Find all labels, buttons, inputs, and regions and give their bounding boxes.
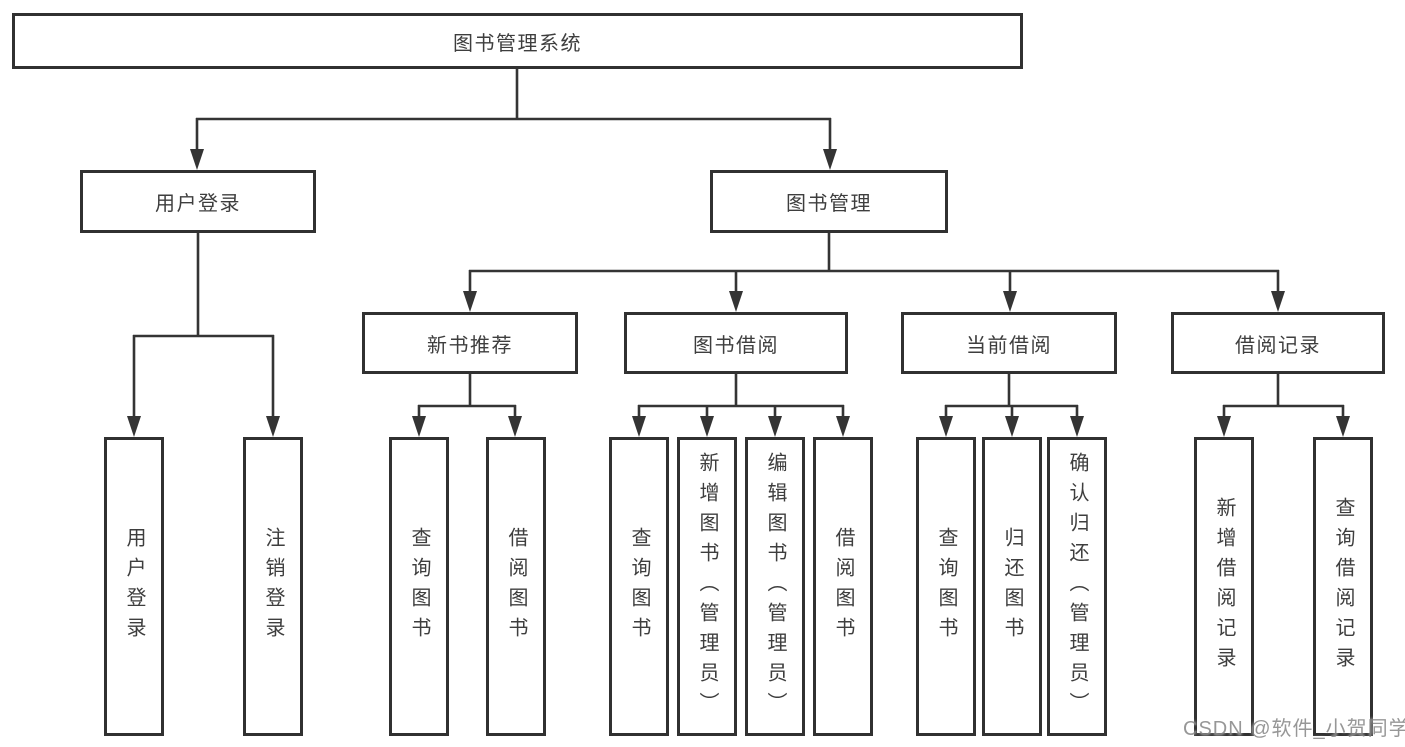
node-label: 图书管理 — [786, 193, 872, 215]
node-label: 查询图书 — [408, 526, 430, 647]
node-label: 借阅记录 — [1235, 334, 1321, 357]
node-label: 当前借阅 — [966, 334, 1052, 357]
node-label: 新书推荐 — [427, 334, 513, 357]
node-label: 图书管理系统 — [453, 32, 582, 55]
node-current-borrowing: 当前借阅 — [901, 312, 1117, 374]
node-label: 归还图书 — [1001, 526, 1023, 647]
node-label: 用户登录 — [155, 193, 241, 215]
node-book-borrowing: 图书借阅 — [624, 312, 848, 374]
node-book-management-system: 图书管理系统 — [12, 13, 1023, 69]
leaf-user-login: 用户登录 — [104, 437, 164, 736]
node-label: 查询图书 — [935, 526, 957, 647]
node-label: 借阅图书 — [832, 526, 854, 647]
leaf-borrow-books-borrowing: 借阅图书 — [813, 437, 873, 736]
node-book-management: 图书管理 — [710, 170, 948, 233]
node-label: 确认归还（管理员） — [1066, 451, 1088, 722]
node-borrowing-records: 借阅记录 — [1171, 312, 1385, 374]
node-label: 借阅图书 — [505, 526, 527, 647]
leaf-return-books: 归还图书 — [982, 437, 1042, 736]
leaf-add-book-admin: 新增图书（管理员） — [677, 437, 737, 736]
node-label: 查询图书 — [628, 526, 650, 647]
leaf-query-borrow-record: 查询借阅记录 — [1313, 437, 1373, 736]
arrowhead-icons — [127, 149, 1350, 437]
node-user-login: 用户登录 — [80, 170, 316, 233]
node-label: 新增借阅记录 — [1213, 496, 1235, 677]
leaf-query-books-recommend: 查询图书 — [389, 437, 449, 736]
leaf-query-books-current: 查询图书 — [916, 437, 976, 736]
node-label: 注销登录 — [262, 526, 284, 647]
leaf-edit-book-admin: 编辑图书（管理员） — [745, 437, 805, 736]
node-label: 用户登录 — [123, 526, 145, 647]
node-new-book-recommendation: 新书推荐 — [362, 312, 578, 374]
node-label: 查询借阅记录 — [1332, 496, 1354, 677]
leaf-confirm-return-admin: 确认归还（管理员） — [1047, 437, 1107, 736]
leaf-borrow-books-recommend: 借阅图书 — [486, 437, 546, 736]
node-label: 新增图书（管理员） — [696, 451, 718, 722]
leaf-query-books-borrowing: 查询图书 — [609, 437, 669, 736]
leaf-logout: 注销登录 — [243, 437, 303, 736]
node-label: 编辑图书（管理员） — [764, 451, 786, 722]
leaf-add-borrow-record: 新增借阅记录 — [1194, 437, 1254, 736]
node-label: 图书借阅 — [693, 334, 779, 357]
